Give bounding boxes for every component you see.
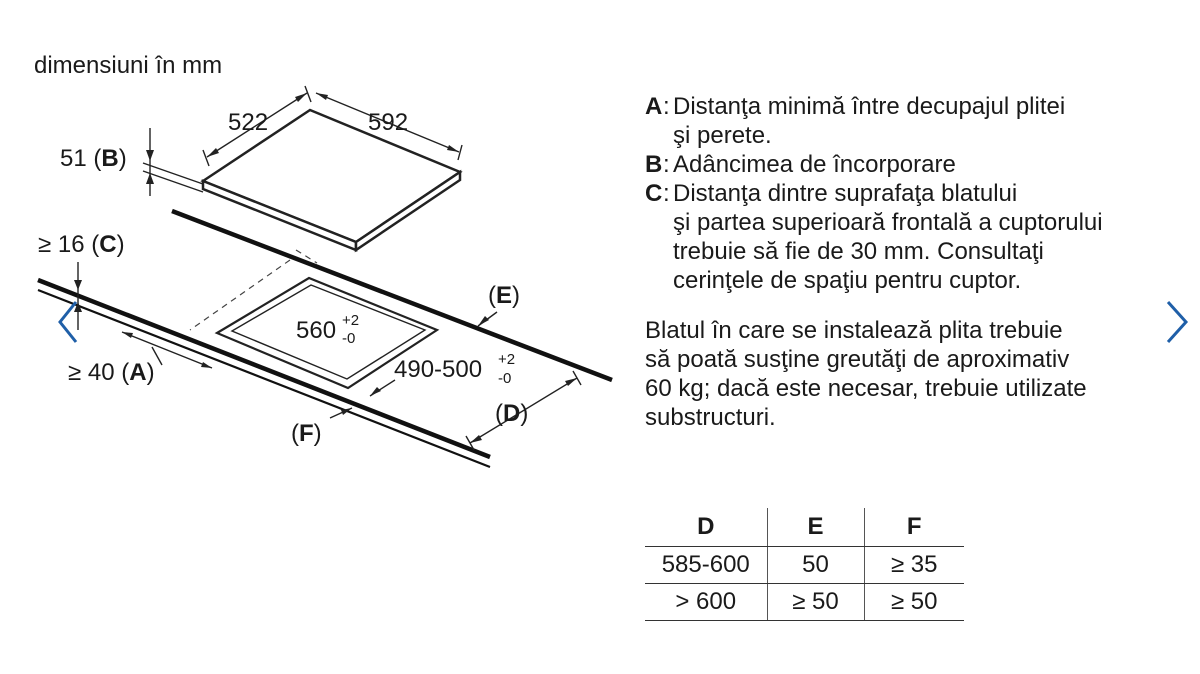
label-cutout-490-tol-minus: -0 xyxy=(498,370,511,387)
table-header: D xyxy=(645,508,767,547)
legend-text: Distanţa minimă între decupajul plitei ş… xyxy=(673,93,1066,149)
dimension-592 xyxy=(315,92,463,161)
table-cell: ≥ 50 xyxy=(766,583,864,621)
legend-item-a: A: Distanţa minimă între decupajul plite… xyxy=(645,92,1185,150)
legend-item-c: C: Distanţa dintre suprafaţa blatului şi… xyxy=(645,179,1185,295)
table-row: 585-600 50 ≥ 35 xyxy=(645,546,964,584)
dimension-f xyxy=(329,407,353,419)
table-cell: > 600 xyxy=(645,583,767,621)
label-592: 592 xyxy=(368,109,408,136)
cutout xyxy=(214,276,440,390)
units-label: dimensiuni în mm xyxy=(34,52,223,79)
legend-item-b: B: Adâncimea de încorporare xyxy=(645,150,1185,179)
chevron-right-icon xyxy=(1166,300,1189,344)
label-d: (D) xyxy=(495,400,528,427)
installation-diagram: 522 592 51 (B) ≥ 16 (C) ≥ 40 (A) 560 +2 … xyxy=(37,85,613,469)
label-cutout-490-500: 490-500 xyxy=(394,356,482,383)
prev-button[interactable] xyxy=(52,298,86,346)
table-header: E xyxy=(766,508,864,547)
load-note: Blatul în care se instalează plita trebu… xyxy=(645,317,1087,431)
legend-key: C xyxy=(645,180,663,207)
dimension-490-500 xyxy=(369,379,396,397)
next-button[interactable] xyxy=(1160,298,1194,346)
label-522: 522 xyxy=(228,109,268,136)
table-cell: ≥ 35 xyxy=(863,546,964,584)
dimension-min-16 xyxy=(74,262,82,330)
table-cell: 50 xyxy=(766,546,864,584)
chevron-left-icon xyxy=(58,301,78,343)
table-cell: ≥ 50 xyxy=(863,583,964,621)
label-depth-b: 51 (B) xyxy=(60,145,127,172)
legend-text: Adâncimea de încorporare xyxy=(673,151,956,178)
table-header: F xyxy=(863,508,964,547)
label-min-40: ≥ 40 (A) xyxy=(68,359,155,386)
projection-lines xyxy=(189,249,318,331)
dimension-table: D E F 585-600 50 ≥ 35 > 600 ≥ 50 ≥ 50 xyxy=(645,508,964,621)
label-min-16: ≥ 16 (C) xyxy=(38,231,125,258)
label-cutout-490-tol-plus: +2 xyxy=(498,351,515,368)
table-cell: 585-600 xyxy=(645,546,767,584)
dimension-min-40 xyxy=(121,331,213,369)
worktop-front xyxy=(37,277,491,469)
dimension-d xyxy=(465,370,582,451)
legend-key: B xyxy=(645,151,663,178)
table-header-row: D E F xyxy=(645,508,964,547)
label-cutout-560-tol-plus: +2 xyxy=(342,312,359,329)
label-f: (F) xyxy=(291,420,322,447)
dimension-e xyxy=(477,311,498,327)
label-cutout-560: 560 xyxy=(296,317,336,344)
legend-key: A xyxy=(645,93,663,120)
hob xyxy=(200,108,463,253)
legend-text: Distanţa dintre suprafaţa blatului şi pa… xyxy=(673,180,1103,294)
dimension-522 xyxy=(202,85,312,167)
legend: A: Distanţa minimă între decupajul plite… xyxy=(645,92,1185,295)
table-row: > 600 ≥ 50 ≥ 50 xyxy=(645,583,964,621)
worktop-back-edge xyxy=(171,208,613,383)
dimension-depth-b xyxy=(142,128,204,196)
label-e: (E) xyxy=(488,282,520,309)
label-cutout-560-tol-minus: -0 xyxy=(342,330,355,347)
